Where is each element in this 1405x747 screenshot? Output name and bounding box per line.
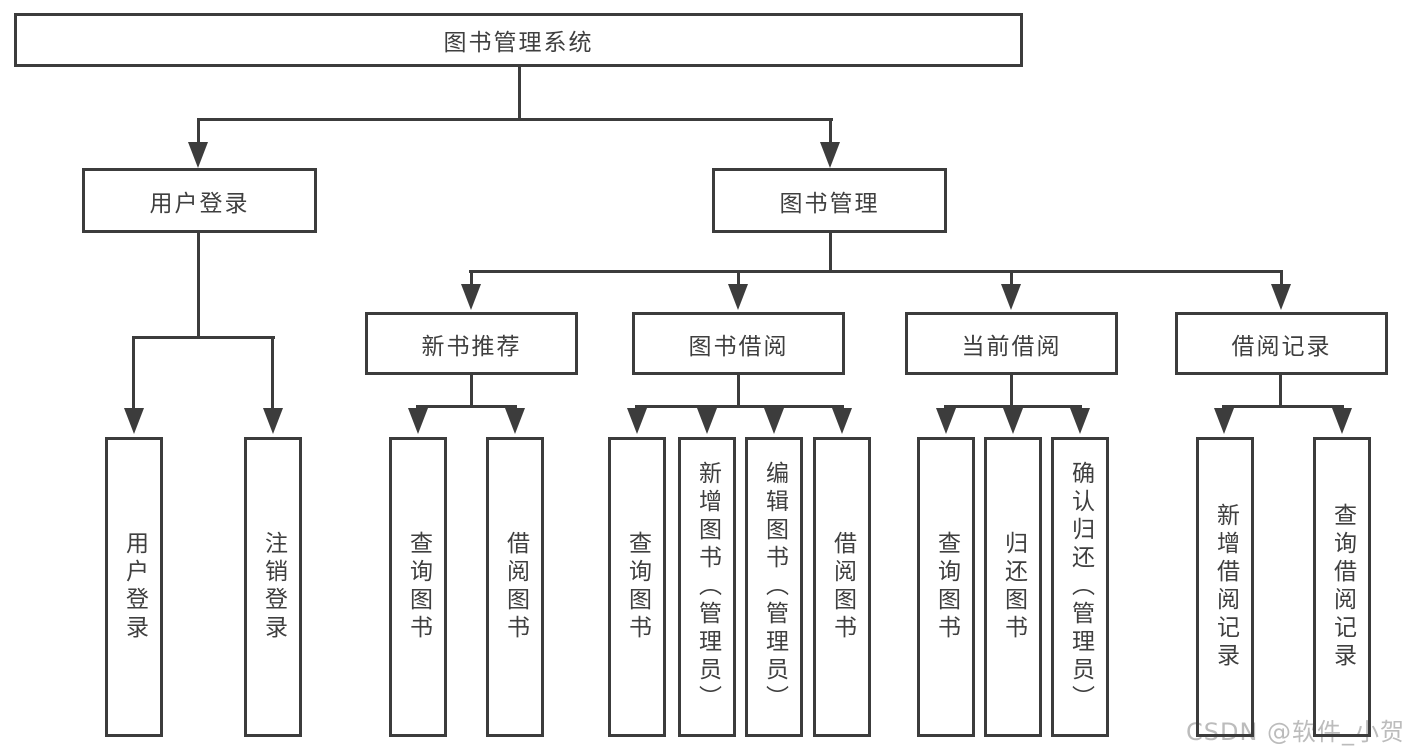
arrowhead-down-icon	[1214, 408, 1234, 434]
node-root-label: 图书管理系统	[443, 30, 594, 56]
leaf-bookborrow-edit-label: 编辑图书（管理员）	[761, 461, 788, 713]
leaf-current-return-label: 归还图书	[1000, 531, 1027, 643]
node-borrow-records-label: 借阅记录	[1231, 333, 1332, 360]
arrowhead-down-icon	[188, 142, 208, 168]
connector-user-login-vertical	[197, 233, 200, 339]
connector-root-horizontal	[197, 118, 833, 121]
arrowhead-down-icon	[124, 408, 144, 434]
arrowhead-down-icon	[505, 408, 525, 434]
leaf-logout: 注销登录	[244, 437, 302, 737]
node-new-books: 新书推荐	[365, 312, 578, 375]
node-borrow-records: 借阅记录	[1175, 312, 1388, 375]
arrowhead-down-icon	[832, 408, 852, 434]
arrowhead-down-icon	[263, 408, 283, 434]
node-new-books-label: 新书推荐	[421, 333, 522, 360]
leaf-newbooks-query: 查询图书	[389, 437, 447, 737]
leaf-records-add: 新增借阅记录	[1196, 437, 1254, 737]
leaf-current-query-label: 查询图书	[933, 531, 960, 643]
connector-borrow-records-vertical	[1279, 375, 1282, 408]
node-root: 图书管理系统	[14, 13, 1023, 67]
connector-stem-book-mgmt	[829, 121, 832, 147]
leaf-bookborrow-borrow-label: 借阅图书	[829, 531, 856, 643]
node-user-login: 用户登录	[82, 168, 317, 233]
connector-book-borrow-horizontal	[635, 405, 844, 408]
connector-borrow-records-horizontal	[1222, 405, 1344, 408]
connector-current-borrow-vertical	[1010, 375, 1013, 408]
leaf-user-login: 用户登录	[105, 437, 163, 737]
arrowhead-down-icon	[461, 284, 481, 310]
connector-stem-user-login	[197, 121, 200, 147]
arrowhead-down-icon	[1070, 408, 1090, 434]
connector-stem-book-borrow	[737, 273, 740, 286]
connector-new-books-horizontal	[416, 405, 517, 408]
leaf-newbooks-borrow-label: 借阅图书	[502, 531, 529, 643]
leaf-newbooks-query-label: 查询图书	[405, 531, 432, 643]
connector-stem-login	[132, 339, 135, 409]
arrowhead-down-icon	[697, 408, 717, 434]
arrowhead-down-icon	[728, 284, 748, 310]
leaf-user-login-label: 用户登录	[121, 531, 148, 643]
connector-stem-new-books	[470, 273, 473, 286]
node-current-borrow: 当前借阅	[905, 312, 1118, 375]
node-book-mgmt-label: 图书管理	[779, 190, 880, 217]
leaf-bookborrow-borrow: 借阅图书	[813, 437, 871, 737]
node-book-mgmt: 图书管理	[712, 168, 947, 233]
leaf-bookborrow-edit: 编辑图书（管理员）	[745, 437, 803, 737]
leaf-records-query: 查询借阅记录	[1313, 437, 1371, 737]
node-current-borrow-label: 当前借阅	[961, 333, 1062, 360]
connector-stem-logout	[271, 339, 274, 409]
connector-stem-borrow-records	[1280, 273, 1283, 286]
connector-current-borrow-horizontal	[944, 405, 1082, 408]
connector-book-borrow-vertical	[737, 375, 740, 408]
arrowhead-down-icon	[764, 408, 784, 434]
leaf-bookborrow-add: 新增图书（管理员）	[678, 437, 736, 737]
leaf-current-return: 归还图书	[984, 437, 1042, 737]
leaf-current-confirm: 确认归还（管理员）	[1051, 437, 1109, 737]
connector-new-books-vertical	[470, 375, 473, 408]
leaf-logout-label: 注销登录	[260, 531, 287, 643]
leaf-records-add-label: 新增借阅记录	[1212, 503, 1239, 671]
leaf-newbooks-borrow: 借阅图书	[486, 437, 544, 737]
node-user-login-label: 用户登录	[149, 190, 250, 217]
connector-book-mgmt-horizontal	[469, 270, 1283, 273]
node-book-borrow-label: 图书借阅	[688, 333, 789, 360]
connector-root-vertical	[518, 65, 521, 121]
connector-user-login-horizontal	[132, 336, 275, 339]
arrowhead-down-icon	[1003, 408, 1023, 434]
connector-book-mgmt-vertical	[829, 233, 832, 273]
connector-stem-current-borrow	[1010, 273, 1013, 286]
leaf-current-query: 查询图书	[917, 437, 975, 737]
leaf-bookborrow-query-label: 查询图书	[624, 531, 651, 643]
arrowhead-down-icon	[408, 408, 428, 434]
leaf-bookborrow-query: 查询图书	[608, 437, 666, 737]
arrowhead-down-icon	[936, 408, 956, 434]
leaf-bookborrow-add-label: 新增图书（管理员）	[694, 461, 721, 713]
arrowhead-down-icon	[627, 408, 647, 434]
arrowhead-down-icon	[1001, 284, 1021, 310]
node-book-borrow: 图书借阅	[632, 312, 845, 375]
arrowhead-down-icon	[1271, 284, 1291, 310]
arrowhead-down-icon	[820, 142, 840, 168]
leaf-current-confirm-label: 确认归还（管理员）	[1067, 461, 1094, 713]
leaf-records-query-label: 查询借阅记录	[1329, 503, 1356, 671]
arrowhead-down-icon	[1332, 408, 1352, 434]
